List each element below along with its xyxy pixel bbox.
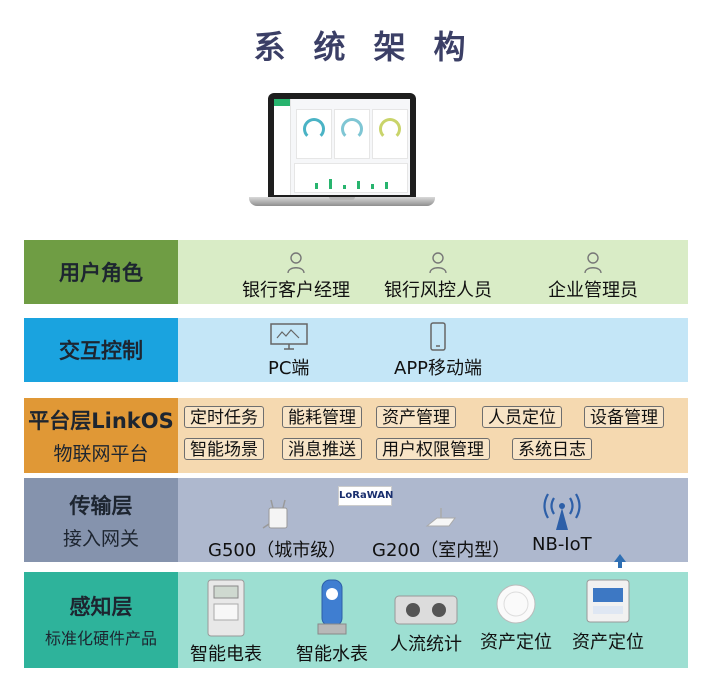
module-scheduled-tasks: 定时任务 <box>184 406 264 428</box>
layer-sensing: 感知层 标准化硬件产品 智能电表 智能水表 人流统计 资产定位 资产定位 <box>24 572 688 668</box>
page-title: 系统架构 <box>253 28 494 66</box>
role-enterprise-admin: 企业管理员 <box>548 252 638 302</box>
layer-title: 用户角色 <box>59 261 143 285</box>
gateway-g500: G500（城市级） <box>208 498 346 562</box>
person-outline-icon <box>429 252 447 274</box>
water-meter-icon <box>317 579 347 635</box>
layer-label: 感知层 标准化硬件产品 <box>24 572 178 668</box>
module-asset-management: 资产管理 <box>376 406 456 428</box>
layer-label: 用户角色 <box>24 240 178 304</box>
layer-interaction: 交互控制 PC端 APP移动端 <box>24 318 688 382</box>
layer-title: 平台层LinkOS <box>28 409 174 433</box>
laptop-dashboard-illustration <box>249 93 435 211</box>
wireless-signal-icon <box>543 493 581 530</box>
module-smart-scenes: 智能场景 <box>184 438 264 460</box>
electric-meter-icon <box>207 579 245 637</box>
outdoor-gateway-icon <box>262 499 288 529</box>
layer-label: 传输层 接入网关 <box>24 478 178 562</box>
layer-subtitle: 标准化硬件产品 <box>44 629 157 648</box>
layer-content: PC端 APP移动端 <box>178 318 688 382</box>
pc-client: PC端 <box>268 322 309 380</box>
module-message-push: 消息推送 <box>282 438 362 460</box>
layer-content: 定时任务 能耗管理 资产管理 人员定位 设备管理 智能场景 消息推送 用户权限管… <box>178 398 688 473</box>
laptop-screen <box>268 93 416 197</box>
role-bank-account-manager: 银行客户经理 <box>242 252 350 302</box>
dashboard-screenshot <box>274 99 410 195</box>
app-mobile-client: APP移动端 <box>394 322 482 380</box>
layer-platform: 平台层LinkOS 物联网平台 定时任务 能耗管理 资产管理 人员定位 设备管理… <box>24 398 688 473</box>
device-asset-tag-box: 资产定位 <box>572 576 644 654</box>
monitor-icon <box>269 323 308 350</box>
layer-title: 传输层 <box>69 493 133 518</box>
device-smart-electric-meter: 智能电表 <box>190 578 262 666</box>
layer-label: 交互控制 <box>24 318 178 382</box>
layer-title: 感知层 <box>69 595 133 619</box>
module-energy-management: 能耗管理 <box>282 406 362 428</box>
up-arrow-stem <box>618 562 622 568</box>
layer-user-roles: 用户角色 银行客户经理 银行风控人员 企业管理员 <box>24 240 688 304</box>
indoor-gateway-icon <box>425 508 457 527</box>
network-nb-iot: NB-IoT <box>532 492 592 555</box>
person-outline-icon <box>287 252 305 274</box>
person-outline-icon <box>584 252 602 274</box>
gateway-g200: G200（室内型） <box>372 504 510 562</box>
layer-subtitle: 物联网平台 <box>53 443 149 465</box>
people-counter-icon <box>394 595 458 625</box>
layer-label: 平台层LinkOS 物联网平台 <box>24 398 178 473</box>
module-device-management: 设备管理 <box>584 406 664 428</box>
device-asset-tag-round: 资产定位 <box>480 582 552 654</box>
module-user-permissions: 用户权限管理 <box>376 438 490 460</box>
device-smart-water-meter: 智能水表 <box>296 578 368 666</box>
device-people-counter: 人流统计 <box>390 588 462 656</box>
up-arrow-icon <box>614 554 626 562</box>
layer-content: 智能电表 智能水表 人流统计 资产定位 资产定位 <box>178 572 688 668</box>
layer-transport: 传输层 接入网关 LoRaWAN G500（城市级） G200（室内型） NB-… <box>24 478 688 568</box>
module-personnel-location: 人员定位 <box>482 406 562 428</box>
lorawan-logo: LoRaWAN <box>338 486 393 506</box>
layer-title: 交互控制 <box>59 339 143 363</box>
asset-locator-box-icon <box>586 579 630 623</box>
layer-content: LoRaWAN G500（城市级） G200（室内型） NB-IoT <box>178 478 688 568</box>
layer-subtitle: 接入网关 <box>62 527 139 550</box>
role-bank-risk-officer: 银行风控人员 <box>384 252 492 302</box>
smartphone-icon <box>430 322 446 351</box>
asset-tracker-icon <box>496 584 536 624</box>
module-system-logs: 系统日志 <box>512 438 592 460</box>
layer-content: 银行客户经理 银行风控人员 企业管理员 <box>178 240 688 304</box>
